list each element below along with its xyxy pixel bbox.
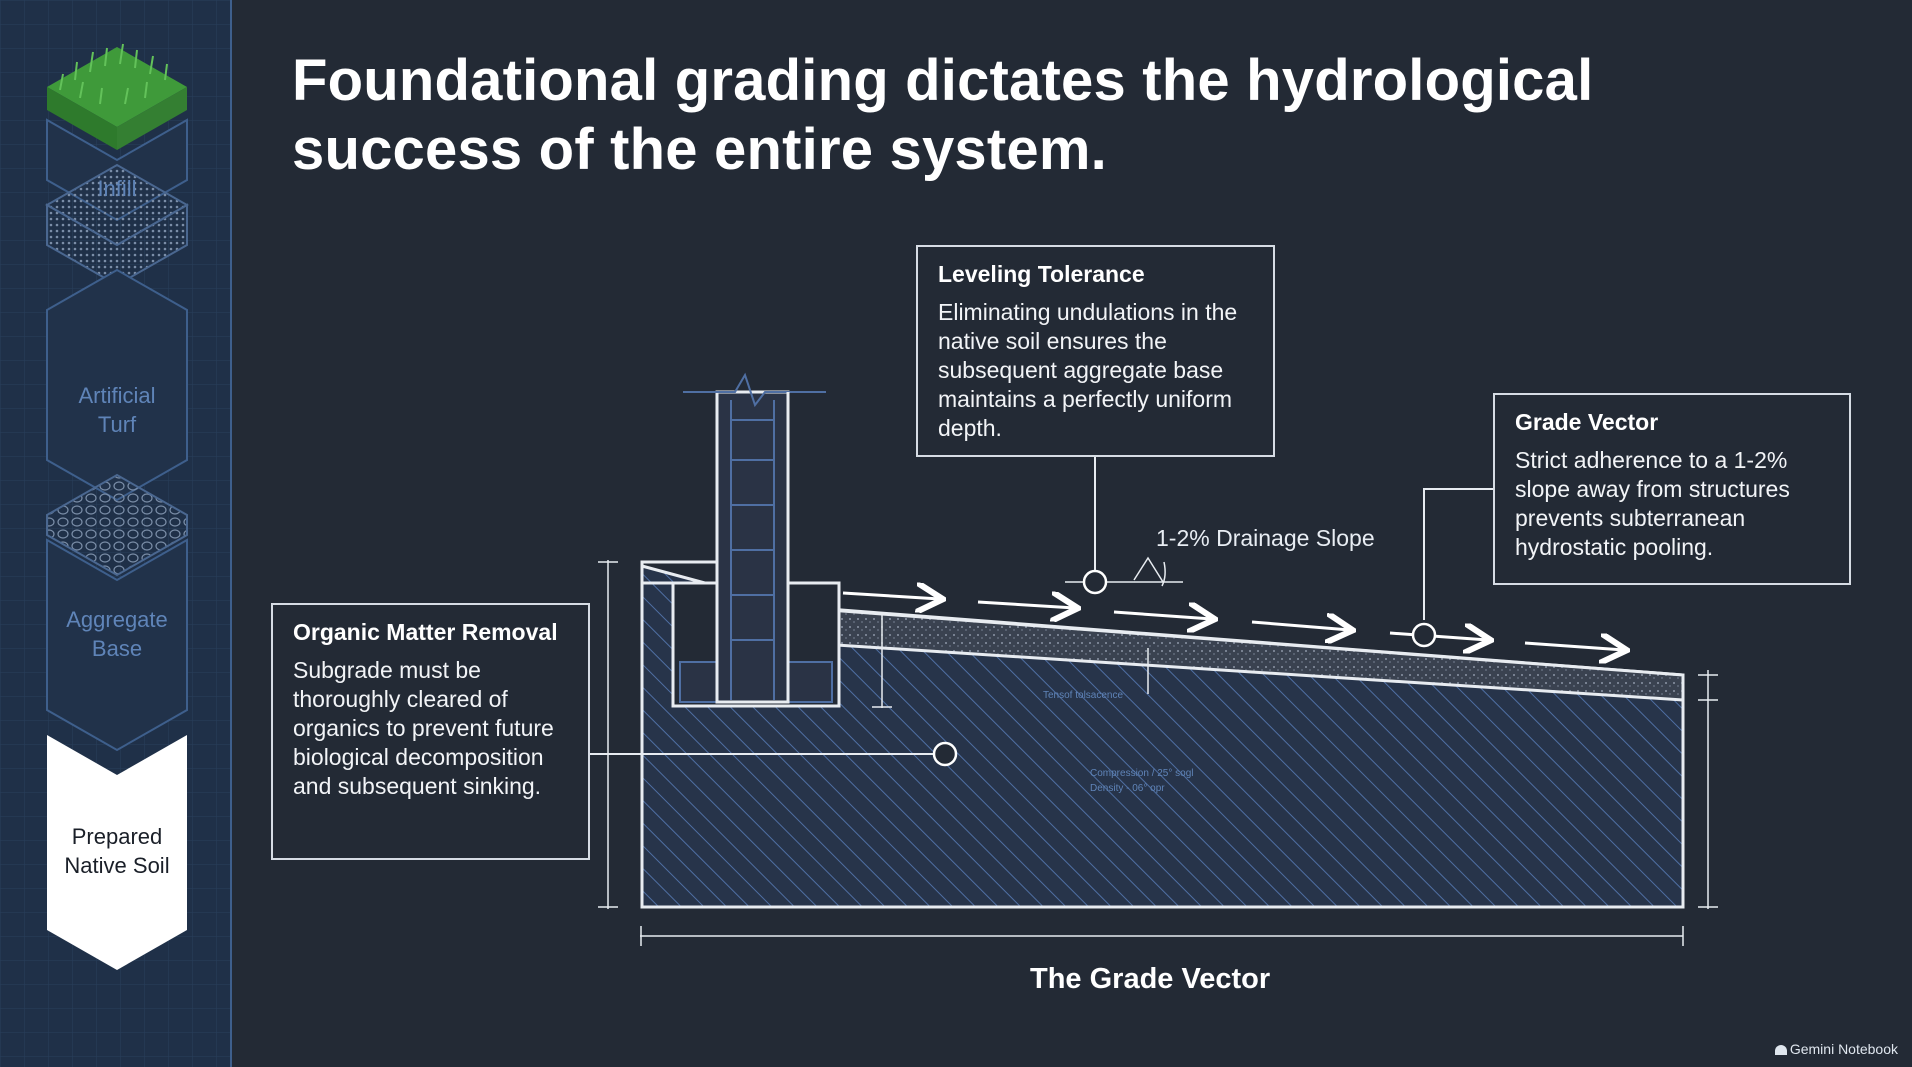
flow-arrow [842, 593, 940, 599]
layer-sidebar: Infill Artificial Turf Aggregate Base Pr… [0, 0, 232, 1067]
callout-marker-grade [1411, 622, 1437, 648]
callout-organic-removal: Organic Matter Removal Subgrade must be … [271, 603, 590, 860]
drainage-slope-label: 1-2% Drainage Slope [1156, 525, 1375, 551]
brand-label: Gemini Notebook [1789, 1041, 1898, 1057]
tolerance-tiny-label: Tensof tolsacence [1043, 690, 1123, 701]
callout-leveling-tolerance: Leveling Tolerance Eliminating undulatio… [916, 245, 1275, 457]
layer-label-aggregate-base: Aggregate Base [66, 607, 168, 661]
notebook-icon [1774, 1045, 1787, 1055]
callout-grade-title: Grade Vector [1515, 409, 1659, 435]
layer-label-artificial-turf: Artificial Turf [78, 383, 156, 437]
diagram-caption: The Grade Vector [1030, 963, 1271, 995]
compression-tiny-label-2: Density - 06° opr [1090, 783, 1165, 794]
callout-grade-body: Strict adherence to a 1-2% slope away fr… [1515, 447, 1790, 560]
page-title: Foundational grading dictates the hydrol… [292, 48, 1594, 182]
flow-arrow [977, 602, 1075, 608]
callout-marker-organic [932, 741, 958, 767]
callout-leveling-body: Eliminating undulations in the native so… [938, 299, 1238, 441]
callout-marker-leveling [1082, 569, 1108, 595]
layer-stack-graphic [0, 0, 230, 1067]
brand-mark: Gemini Notebook [1774, 1041, 1898, 1057]
flow-arrow [1113, 612, 1212, 619]
foundation-wall [715, 390, 790, 704]
callout-grade-vector: Grade Vector Strict adherence to a 1-2% … [1493, 393, 1851, 585]
layer-label-native-soil: Prepared Native Soil [64, 824, 170, 878]
callout-organic-body: Subgrade must be thoroughly cleared of o… [293, 657, 554, 799]
flow-arrow [1389, 633, 1488, 640]
grass-icon [47, 43, 187, 150]
flow-arrow [1251, 622, 1350, 630]
compression-tiny-label-1: Compression / 25° sogl [1090, 768, 1194, 779]
layer-label-infill: Infill [97, 176, 137, 201]
callout-organic-title: Organic Matter Removal [293, 619, 558, 645]
callout-leveling-title: Leveling Tolerance [938, 261, 1145, 287]
flow-arrow [1524, 643, 1624, 650]
wall-break-line [683, 372, 826, 408]
